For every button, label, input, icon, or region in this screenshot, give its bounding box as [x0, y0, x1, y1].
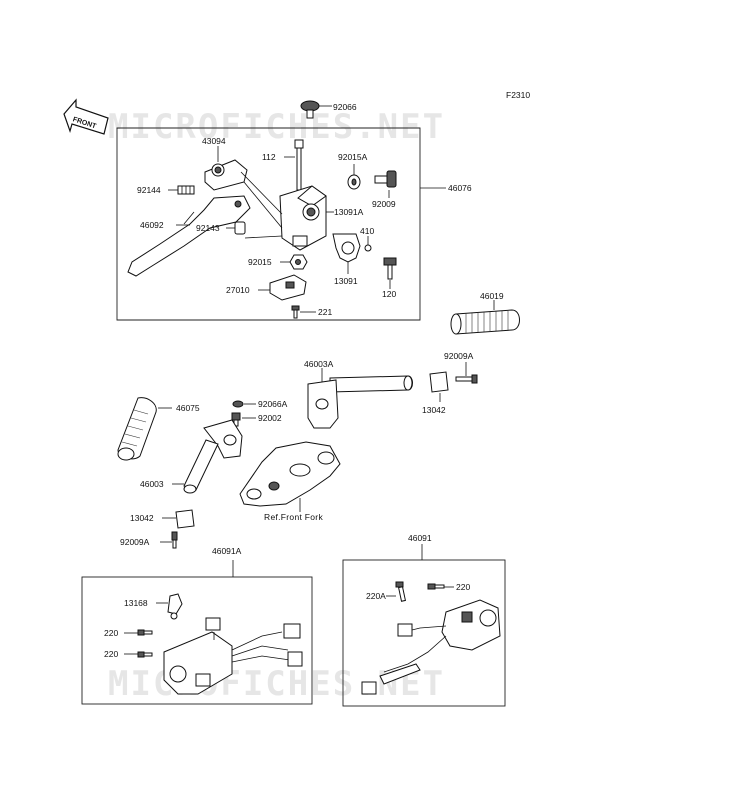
label-221: 221 — [318, 307, 332, 317]
label-92009: 92009 — [372, 199, 396, 209]
label-410: 410 — [360, 226, 374, 236]
label-92066A: 92066A — [258, 399, 288, 409]
part-13168-clip — [167, 593, 183, 620]
part-220-screw-c — [427, 583, 445, 590]
part-27010-switch — [269, 274, 307, 301]
label-43094: 43094 — [202, 136, 226, 146]
part-46003A-handlebar — [307, 375, 413, 429]
label-92066: 92066 — [333, 102, 357, 112]
part-46075-grip — [117, 397, 157, 461]
label-46091A: 46091A — [212, 546, 242, 556]
label-ref-front-fork: Ref.Front Fork — [264, 512, 323, 522]
part-13042-left-weight — [175, 509, 195, 529]
part-92143-collar — [234, 221, 246, 235]
label-13091: 13091 — [334, 276, 358, 286]
label-46076: 46076 — [448, 183, 472, 193]
diagram-code: F2310 — [506, 90, 530, 100]
label-92015A: 92015A — [338, 152, 368, 162]
label-92009A-left: 92009A — [120, 537, 150, 547]
part-92009-screw — [374, 170, 397, 188]
label-46091: 46091 — [408, 533, 432, 543]
label-112: 112 — [262, 152, 276, 162]
label-46019: 46019 — [480, 291, 504, 301]
part-120-bolt — [383, 257, 397, 280]
label-46003: 46003 — [140, 479, 164, 489]
label-13091A: 13091A — [334, 207, 364, 217]
label-220-a: 220 — [104, 628, 118, 638]
part-front-fork-yoke — [239, 441, 341, 507]
label-92015: 92015 — [248, 257, 272, 267]
part-13091-clamp — [332, 233, 361, 263]
label-92144: 92144 — [137, 185, 161, 195]
box-clutch-lever-assembly — [116, 127, 421, 321]
label-92009A-right: 92009A — [444, 351, 474, 361]
part-220-screw-b — [137, 651, 153, 658]
label-92143: 92143 — [196, 223, 220, 233]
part-43094-bracket — [204, 159, 248, 191]
part-220-screw-a — [137, 629, 153, 636]
part-92009A-right-screw — [455, 374, 478, 384]
part-92144-spring — [177, 185, 195, 195]
front-arrow-icon: FRONT — [63, 98, 109, 135]
part-220A-screw — [395, 581, 407, 602]
part-92015-nut — [289, 254, 308, 270]
label-13042-left: 13042 — [130, 513, 154, 523]
part-221-screw — [291, 305, 300, 319]
part-13042-right-weight — [429, 371, 449, 393]
part-46091A-switch-housing — [163, 617, 303, 695]
part-46003-handlebar — [183, 419, 243, 494]
label-46003A: 46003A — [304, 359, 334, 369]
part-46091-switch-housing — [361, 599, 501, 695]
part-46092-lever — [127, 195, 251, 277]
label-27010: 27010 — [226, 285, 250, 295]
label-220-c: 220 — [456, 582, 470, 592]
part-112-bolt — [294, 139, 304, 191]
label-13042-right: 13042 — [422, 405, 446, 415]
part-410-washer — [364, 244, 372, 252]
label-46075: 46075 — [176, 403, 200, 413]
part-92009A-left-screw — [171, 531, 178, 549]
box-46091 — [342, 559, 506, 707]
label-120: 120 — [382, 289, 396, 299]
part-92015A-washer — [347, 174, 361, 190]
part-13091A-holder — [279, 185, 327, 251]
watermark-bottom: MICROFICHES.NET — [108, 664, 445, 704]
label-92002: 92002 — [258, 413, 282, 423]
part-92066-cap — [300, 100, 320, 119]
label-220A: 220A — [366, 591, 386, 601]
label-220-b: 220 — [104, 649, 118, 659]
part-92066A-cap — [232, 400, 244, 408]
box-46091A — [81, 576, 313, 705]
label-46092: 46092 — [140, 220, 164, 230]
part-46019-grip — [450, 309, 520, 335]
watermark-top: MICROFICHES.NET — [108, 107, 445, 147]
label-13168: 13168 — [124, 598, 148, 608]
